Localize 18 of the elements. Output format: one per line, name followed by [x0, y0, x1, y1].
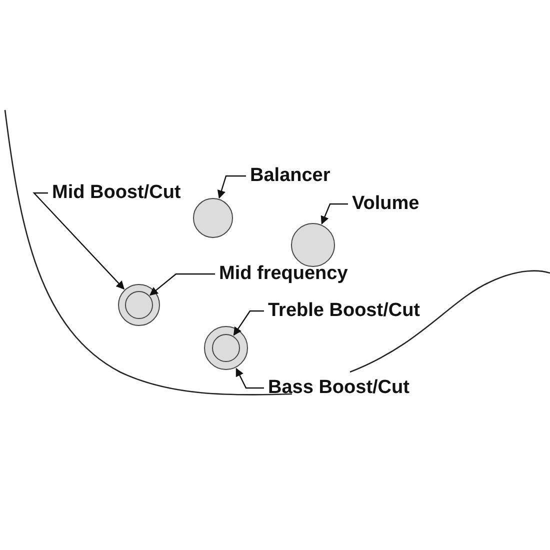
control-label: Mid frequency: [219, 263, 348, 285]
volume-knob: [291, 223, 335, 267]
control-label: Balancer: [250, 165, 330, 187]
outer-knob: [204, 326, 248, 370]
balancer-knob: [193, 198, 233, 238]
leader-line: [233, 310, 264, 336]
leader-line: [217, 175, 246, 199]
inner-knob: [124, 290, 152, 318]
outer-knob: [118, 284, 160, 326]
control-label: Volume: [352, 193, 420, 215]
leader-line: [32, 192, 125, 290]
control-label: Mid Boost/Cut: [52, 182, 181, 204]
inner-knob: [212, 334, 240, 362]
leader-line: [320, 203, 348, 225]
leader-line: [149, 273, 215, 296]
control-label: Bass Boost/Cut: [268, 377, 410, 399]
control-label: Treble Boost/Cut: [268, 300, 420, 322]
leader-line: [236, 368, 264, 389]
